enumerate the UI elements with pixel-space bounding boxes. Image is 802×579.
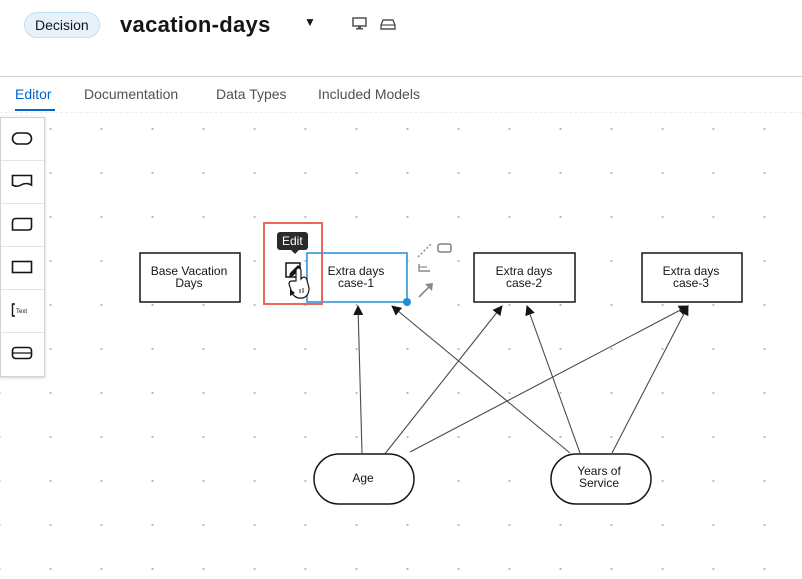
edge-age-case2 (383, 305, 503, 456)
node-label: Base Vacation (151, 264, 228, 278)
tab-documentation[interactable]: Documentation (84, 86, 179, 102)
palette-decision-node[interactable] (1, 247, 44, 290)
text-annotation-icon: Text (11, 303, 27, 317)
business-knowledge-icon (11, 346, 33, 360)
node-label: case-3 (673, 276, 709, 290)
edge-age-case3 (409, 305, 689, 453)
palette-knowledge-source[interactable] (1, 204, 44, 247)
palette-input-data[interactable] (1, 161, 44, 204)
desktop-icon[interactable] (352, 17, 368, 31)
palette-start-node[interactable] (1, 118, 44, 161)
tab-data-types[interactable]: Data Types (216, 86, 287, 102)
node-palette: Text (0, 117, 45, 377)
node-label: Extra days (663, 264, 720, 278)
tooltip-arrow (291, 250, 299, 254)
edges (353, 305, 689, 456)
node-extra-days-case-1[interactable]: Extra days case-1 (306, 252, 411, 306)
palette-business-knowledge[interactable] (1, 333, 44, 375)
edge-years-case2 (525, 305, 581, 454)
caret-down-icon[interactable]: ▼ (304, 15, 316, 29)
node-label: Years of (577, 464, 621, 478)
drive-icon[interactable] (380, 17, 396, 31)
edit-highlight-box (263, 222, 323, 305)
tab-editor[interactable]: Editor (15, 86, 52, 102)
node-age[interactable]: Age (313, 453, 415, 505)
decision-node-icon (11, 260, 33, 274)
node-label: Age (352, 471, 374, 485)
node-label: case-1 (338, 276, 374, 290)
tab-included-models[interactable]: Included Models (318, 86, 420, 102)
active-tab-indicator (15, 109, 55, 111)
edge-age-case1 (353, 305, 364, 454)
node-label: Service (579, 476, 619, 490)
node-years-of-service[interactable]: Years of Service (550, 453, 652, 505)
hand-cursor-icon (288, 267, 310, 299)
edge-years-case3 (611, 305, 689, 454)
dotted-connector-icon[interactable] (417, 242, 452, 258)
node-extra-days-case-3[interactable]: Extra days case-3 (641, 252, 743, 303)
editor-header: Decision vacation-days ▼ (0, 0, 802, 77)
palette-text-annotation[interactable]: Text (1, 290, 44, 333)
node-label: case-2 (506, 276, 542, 290)
input-data-icon (11, 174, 33, 188)
node-label: Days (175, 276, 202, 290)
node-label: Extra days (496, 264, 553, 278)
association-connector-icon[interactable] (418, 264, 430, 272)
edge-years-case1 (391, 305, 571, 454)
connector-toolbox[interactable] (417, 242, 452, 298)
resize-handle[interactable] (403, 298, 411, 306)
node-base-vacation-days[interactable]: Base Vacation Days (139, 252, 241, 303)
svg-text:Text: Text (16, 309, 27, 315)
knowledge-source-icon (11, 217, 33, 231)
small-pointer-icon (290, 289, 295, 296)
node-extra-days-case-2[interactable]: Extra days case-2 (473, 252, 576, 303)
arrow-connector-icon[interactable] (418, 283, 433, 298)
node-type-badge: Decision (24, 12, 100, 38)
node-label: Extra days (328, 264, 385, 278)
edit-tooltip: Edit (277, 232, 308, 250)
editor-tabs: Editor Documentation Data Types Included… (0, 76, 802, 113)
start-node-icon (11, 132, 33, 145)
diagram-title[interactable]: vacation-days (120, 12, 271, 37)
